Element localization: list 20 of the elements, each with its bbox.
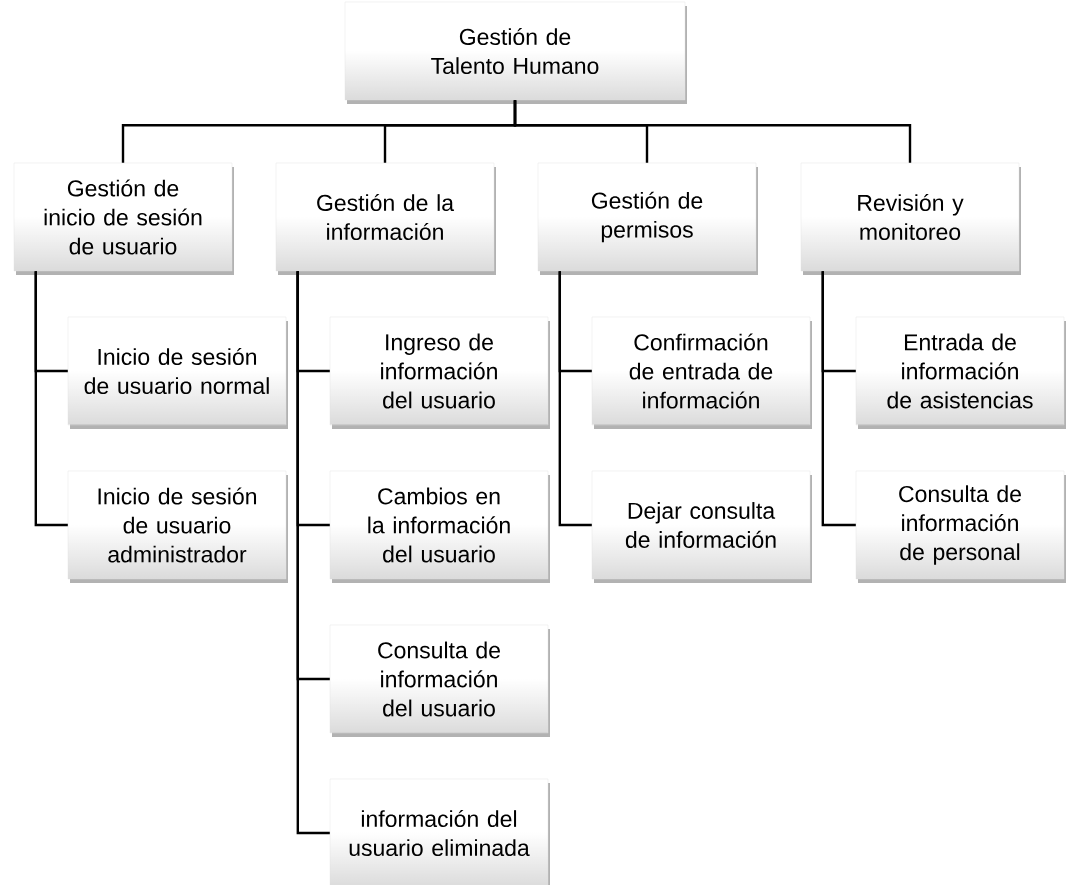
- box: Cambios en la información del usuario: [329, 470, 550, 583]
- connector-line: [821, 271, 856, 527]
- box: información del usuario eliminada: [329, 778, 550, 885]
- box: Consulta de información del usuario: [329, 624, 550, 737]
- box: Inicio de sesión de usuario administrador: [67, 470, 288, 583]
- box: Consulta de información de personal: [855, 470, 1066, 583]
- connector-line: [513, 100, 912, 163]
- box: Ingreso de información del usuario: [329, 316, 550, 429]
- box: Confirmación de entrada de información: [591, 316, 812, 429]
- box: Gestión de Talento Humano: [344, 1, 687, 104]
- connector-line: [296, 271, 330, 835]
- box: Dejar consulta de información: [591, 470, 812, 583]
- box: Inicio de sesión de usuario normal: [67, 316, 288, 429]
- box: Revisión y monitoreo: [800, 162, 1021, 275]
- box: Entrada de información de asistencias: [855, 316, 1066, 429]
- box: Gestión de permisos: [537, 162, 758, 275]
- box: Gestión de la información: [275, 162, 496, 275]
- connector-line: [34, 271, 68, 527]
- box: Gestión de inicio de sesión de usuario: [13, 162, 234, 275]
- connector-line: [558, 271, 592, 527]
